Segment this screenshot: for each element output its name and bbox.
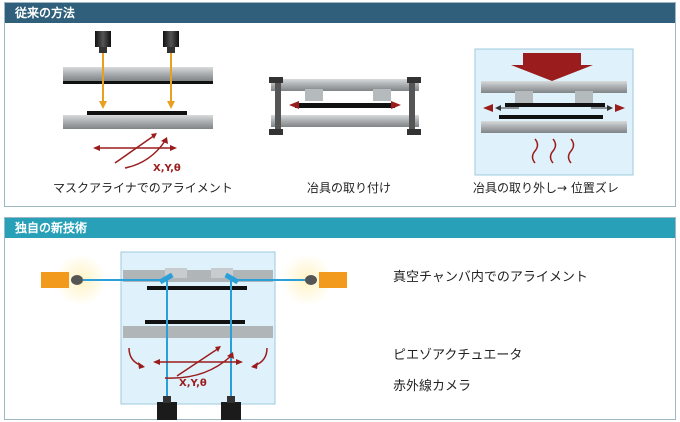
axis-label: X,Y,θ — [179, 378, 207, 389]
new-technology-panel: 独自の新技術 — [4, 217, 676, 420]
light-source-left — [41, 272, 69, 288]
axis-label: X,Y,θ — [153, 163, 181, 174]
mask-plate — [63, 67, 213, 81]
jig-removal-diagram — [474, 48, 634, 176]
camera-icon — [163, 31, 179, 47]
ir-camera-icon — [221, 402, 241, 420]
section-title-new-technology: 独自の新技術 — [5, 218, 675, 238]
label-vacuum-alignment: 真空チャンバ内でのアライメント — [393, 270, 588, 285]
jig-mounting-diagram — [269, 77, 421, 135]
heat-icon — [567, 138, 575, 164]
ir-camera-icon — [157, 402, 177, 420]
stage-plate — [63, 115, 213, 129]
wafer — [87, 111, 187, 115]
light-source-right — [319, 272, 347, 288]
jig-clamp — [275, 79, 281, 135]
label-piezo-actuator: ピエゾアクチュエータ — [393, 348, 523, 363]
conventional-diagrams: X,Y,θ — [63, 31, 634, 176]
caption-mask-aligner: マスクアライナでのアライメント — [53, 181, 233, 195]
caption-jig-removal: 冶具の取り外し→ 位置ズレ — [473, 181, 619, 195]
label-ir-camera: 赤外線カメラ — [393, 379, 472, 394]
jig-clamp — [409, 79, 415, 135]
section-title-conventional: 従来の方法 — [5, 3, 675, 23]
heat-icon — [531, 138, 539, 164]
heat-icon — [549, 138, 557, 164]
camera-icon — [95, 31, 111, 47]
pressure-arrow — [511, 53, 593, 81]
mask-aligner-diagram: X,Y,θ — [63, 31, 213, 174]
caption-jig-mounting: 冶具の取り付け — [307, 181, 392, 195]
vacuum-alignment-diagram: X,Y,θ — [41, 251, 347, 420]
conventional-method-panel: 従来の方法 — [4, 2, 676, 207]
